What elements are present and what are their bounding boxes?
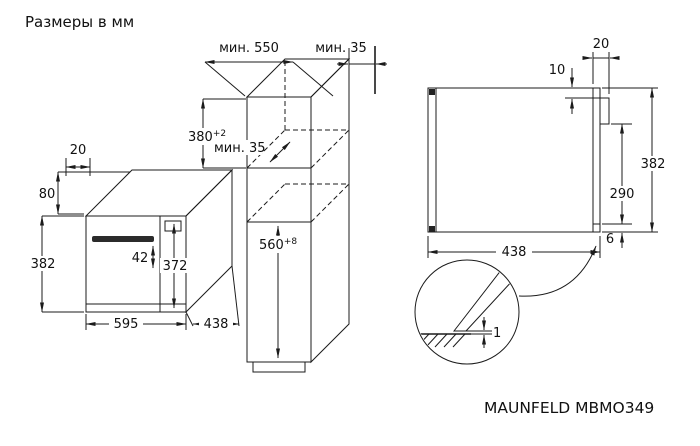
oven-door-handle — [92, 236, 154, 242]
dim-bottom-clearance: 6 — [606, 232, 624, 248]
page-title: Размеры в мм — [25, 13, 134, 31]
svg-text:595: 595 — [114, 317, 139, 332]
side-view — [427, 87, 610, 233]
svg-text:мин. 35: мин. 35 — [315, 41, 367, 56]
dim-oven-body-height: 372 — [160, 223, 191, 309]
door-seal-mark-top — [429, 89, 435, 95]
oven-control-panel — [164, 220, 182, 232]
svg-text:20: 20 — [593, 37, 610, 52]
svg-text:382: 382 — [641, 157, 666, 172]
dim-vent-gap: мин. 35 — [212, 140, 291, 163]
dim-oven-handle-offset: 42 — [132, 245, 155, 269]
side-view-body — [427, 87, 601, 233]
door-seal-mark-bottom — [429, 226, 435, 232]
svg-text:290: 290 — [610, 187, 635, 202]
cabinet-top-face — [245, 58, 351, 98]
svg-text:560+8: 560+8 — [259, 237, 297, 253]
oven-dimensions: 20 80 382 42 372 — [28, 143, 240, 332]
svg-text:372: 372 — [163, 259, 188, 274]
dim-oven-depth: 438 — [185, 265, 240, 332]
cabinet-dimensions: мин. 550 мин. 35 380+2 мин. 35 — [184, 41, 387, 359]
dim-niche-width: 560+8 — [256, 225, 301, 359]
svg-text:20: 20 — [70, 143, 87, 158]
model-label: MAUNFELD MBMO349 — [484, 399, 654, 417]
svg-text:438: 438 — [204, 317, 229, 332]
dim-flange-width: 20 — [582, 37, 620, 94]
oven-top-face — [84, 169, 234, 217]
svg-text:мин. 35: мин. 35 — [214, 141, 266, 156]
dim-cabinet-rear-gap: мин. 35 — [315, 41, 387, 94]
dim-oven-height: 382 — [28, 215, 84, 313]
svg-text:380+2: 380+2 — [188, 129, 226, 145]
svg-text:438: 438 — [502, 245, 527, 260]
dim-cabinet-depth-min: мин. 550 — [204, 41, 334, 97]
cabinet-side-face — [310, 57, 350, 364]
cabinet-plinth — [252, 362, 306, 373]
cabinet-view — [245, 57, 351, 373]
detail-callout-arrow — [518, 245, 597, 297]
cabinet-front-face — [246, 96, 312, 363]
dim-detail-gap: 1 — [466, 317, 501, 348]
svg-text:6: 6 — [606, 232, 614, 247]
dim-side-depth: 438 — [427, 236, 601, 260]
dim-oven-panel-height: 80 — [39, 171, 130, 215]
dim-niche-height: 380+2 — [184, 98, 246, 169]
svg-text:мин. 550: мин. 550 — [219, 41, 279, 56]
dim-oven-width: 595 — [85, 314, 187, 332]
oven-view — [84, 168, 234, 314]
svg-text:10: 10 — [549, 63, 566, 78]
dim-top-clearance: 10 — [549, 63, 574, 114]
svg-text:80: 80 — [39, 187, 56, 202]
detail-circle — [414, 259, 520, 365]
dim-oven-overhang: 20 — [65, 143, 91, 176]
mounting-flange — [599, 97, 610, 125]
dim-rear-height: 290 — [602, 123, 637, 225]
svg-text:1: 1 — [493, 326, 501, 341]
side-view-dimensions: 20 10 382 290 6 — [427, 37, 667, 260]
svg-text:382: 382 — [31, 257, 56, 272]
floor-hatching — [416, 333, 466, 348]
svg-text:42: 42 — [132, 251, 149, 266]
detail-circle-view: 1 — [414, 245, 597, 365]
oven-side-face — [185, 168, 233, 314]
dim-side-height: 382 — [602, 87, 667, 233]
